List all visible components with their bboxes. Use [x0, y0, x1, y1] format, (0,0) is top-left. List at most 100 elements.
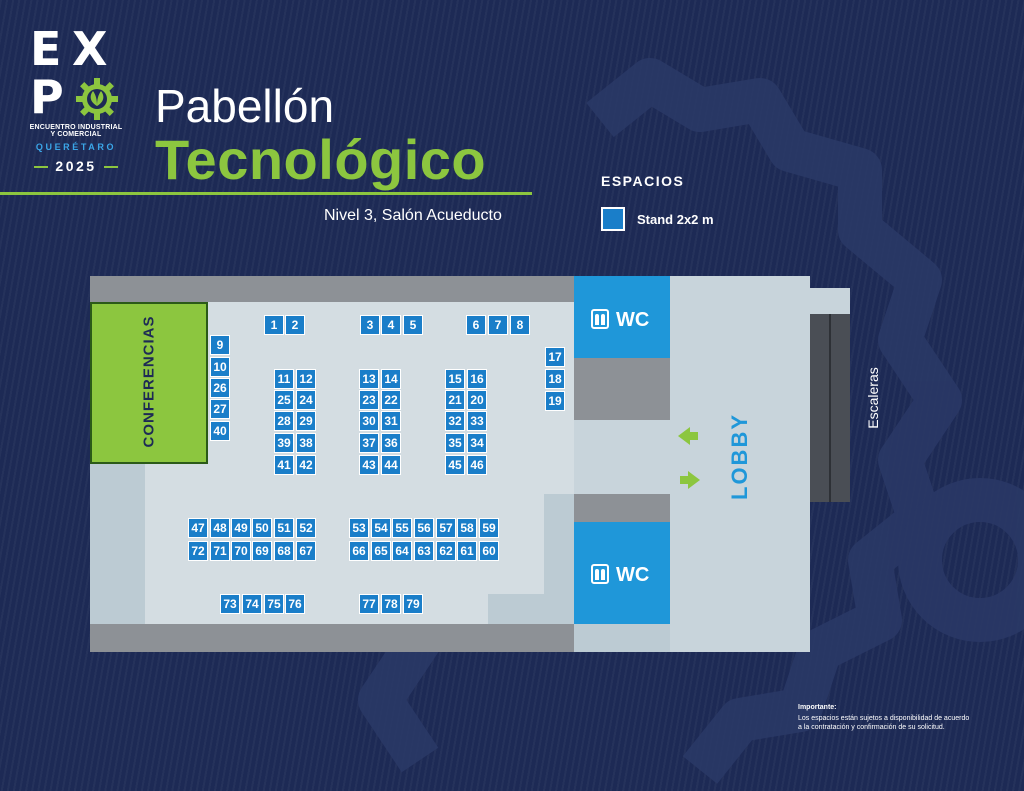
stand-38[interactable]: 38: [296, 433, 316, 453]
stand-19[interactable]: 19: [545, 391, 565, 411]
stand-48[interactable]: 48: [210, 518, 230, 538]
stand-11[interactable]: 11: [274, 369, 294, 389]
stand-35[interactable]: 35: [445, 433, 465, 453]
restroom-icon: [591, 564, 609, 584]
logo-letter-e: E: [30, 22, 62, 76]
logo-tagline: ENCUENTRO INDUSTRIAL Y COMERCIAL: [29, 124, 123, 138]
wall-top: [90, 276, 574, 302]
stand-50[interactable]: 50: [252, 518, 272, 538]
stand-12[interactable]: 12: [296, 369, 316, 389]
wc-top: WC: [574, 276, 670, 358]
stand-61[interactable]: 61: [457, 541, 477, 561]
stand-29[interactable]: 29: [296, 411, 316, 431]
stand-17[interactable]: 17: [545, 347, 565, 367]
stand-1[interactable]: 1: [264, 315, 284, 335]
stand-57[interactable]: 57: [436, 518, 456, 538]
stand-37[interactable]: 37: [359, 433, 379, 453]
stand-76[interactable]: 76: [285, 594, 305, 614]
stand-64[interactable]: 64: [392, 541, 412, 561]
stand-56[interactable]: 56: [414, 518, 434, 538]
stand-78[interactable]: 78: [381, 594, 401, 614]
stand-58[interactable]: 58: [457, 518, 477, 538]
stand-42[interactable]: 42: [296, 455, 316, 475]
logo-letter-p: P: [30, 70, 64, 124]
stand-15[interactable]: 15: [445, 369, 465, 389]
stand-54[interactable]: 54: [371, 518, 391, 538]
stand-46[interactable]: 46: [467, 455, 487, 475]
stand-79[interactable]: 79: [403, 594, 423, 614]
stand-77[interactable]: 77: [359, 594, 379, 614]
corner-block-2: [488, 594, 544, 624]
stand-16[interactable]: 16: [467, 369, 487, 389]
stand-41[interactable]: 41: [274, 455, 294, 475]
service-block-top: [574, 358, 670, 420]
stand-60[interactable]: 60: [479, 541, 499, 561]
stand-68[interactable]: 68: [274, 541, 294, 561]
stand-13[interactable]: 13: [359, 369, 379, 389]
stand-21[interactable]: 21: [445, 390, 465, 410]
stand-32[interactable]: 32: [445, 411, 465, 431]
stand-4[interactable]: 4: [381, 315, 401, 335]
arrow-right-tail: [680, 476, 688, 484]
stand-5[interactable]: 5: [403, 315, 423, 335]
stand-39[interactable]: 39: [274, 433, 294, 453]
stand-52[interactable]: 52: [296, 518, 316, 538]
stand-59[interactable]: 59: [479, 518, 499, 538]
stand-24[interactable]: 24: [296, 390, 316, 410]
stand-2[interactable]: 2: [285, 315, 305, 335]
stand-70[interactable]: 70: [231, 541, 251, 561]
wall-bottom: [90, 624, 574, 652]
service-floor: [574, 624, 670, 652]
stand-44[interactable]: 44: [381, 455, 401, 475]
stand-22[interactable]: 22: [381, 390, 401, 410]
stand-45[interactable]: 45: [445, 455, 465, 475]
stand-47[interactable]: 47: [188, 518, 208, 538]
stand-18[interactable]: 18: [545, 369, 565, 389]
stand-73[interactable]: 73: [220, 594, 240, 614]
stand-33[interactable]: 33: [467, 411, 487, 431]
legend-title: ESPACIOS: [601, 173, 685, 189]
stand-25[interactable]: 25: [274, 390, 294, 410]
stand-74[interactable]: 74: [242, 594, 262, 614]
logo-dash-right: [104, 166, 118, 168]
stand-63[interactable]: 63: [414, 541, 434, 561]
stand-43[interactable]: 43: [359, 455, 379, 475]
stand-26[interactable]: 26: [210, 378, 230, 398]
note-text: Los espacios están sujetos a disponibili…: [798, 715, 970, 731]
stand-20[interactable]: 20: [467, 390, 487, 410]
stand-8[interactable]: 8: [510, 315, 530, 335]
wc-top-label: WC: [616, 309, 650, 331]
stand-53[interactable]: 53: [349, 518, 369, 538]
stand-51[interactable]: 51: [274, 518, 294, 538]
stand-55[interactable]: 55: [392, 518, 412, 538]
stand-40[interactable]: 40: [210, 421, 230, 441]
stand-71[interactable]: 71: [210, 541, 230, 561]
arrow-left-tail: [690, 432, 698, 440]
stand-7[interactable]: 7: [488, 315, 508, 335]
logo-year: 2025: [55, 158, 97, 174]
stand-67[interactable]: 67: [296, 541, 316, 561]
stand-28[interactable]: 28: [274, 411, 294, 431]
stand-34[interactable]: 34: [467, 433, 487, 453]
stand-72[interactable]: 72: [188, 541, 208, 561]
stand-10[interactable]: 10: [210, 357, 230, 377]
stand-62[interactable]: 62: [436, 541, 456, 561]
conference-area: [90, 302, 208, 464]
stand-36[interactable]: 36: [381, 433, 401, 453]
stand-3[interactable]: 3: [360, 315, 380, 335]
stand-65[interactable]: 65: [371, 541, 391, 561]
stand-9[interactable]: 9: [210, 335, 230, 355]
stand-6[interactable]: 6: [466, 315, 486, 335]
stand-30[interactable]: 30: [359, 411, 379, 431]
stand-66[interactable]: 66: [349, 541, 369, 561]
stand-27[interactable]: 27: [210, 399, 230, 419]
stand-49[interactable]: 49: [231, 518, 251, 538]
stand-14[interactable]: 14: [381, 369, 401, 389]
stand-69[interactable]: 69: [252, 541, 272, 561]
stairs-label: Escaleras: [865, 367, 881, 429]
stand-75[interactable]: 75: [264, 594, 284, 614]
legend-stand-label: Stand 2x2 m: [637, 212, 714, 227]
stand-31[interactable]: 31: [381, 411, 401, 431]
stand-23[interactable]: 23: [359, 390, 379, 410]
